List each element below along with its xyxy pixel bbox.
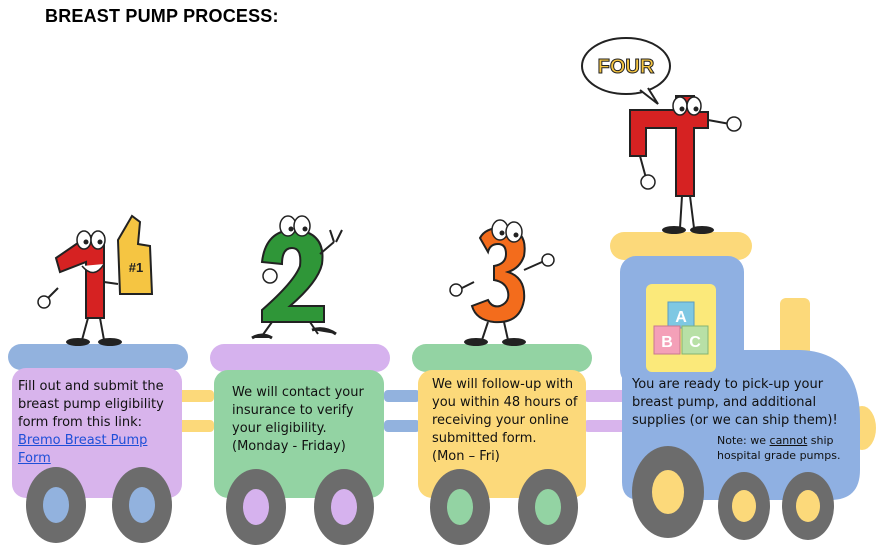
wheel [782,472,834,540]
wheel [718,472,770,540]
step-2-line: We will contact your [232,385,364,400]
block-letter-c: C [689,334,701,351]
train-engine: A B C [610,232,876,540]
wheel [226,469,286,545]
step-3-text: We will follow-up with you within 48 hou… [432,376,592,466]
step-3-line: receiving your online [432,413,569,428]
step-3-line: We will follow-up with [432,377,574,392]
block-letter-b: B [661,334,673,351]
step-3-line: submitted form. [432,431,537,446]
step-4-line: You are ready to pick-up your [632,377,824,392]
note-suffix: ship [807,434,834,447]
wheel [430,469,490,545]
train-car-3 [412,344,592,545]
couplers [178,390,626,432]
step-4-text: You are ready to pick-up your breast pum… [632,376,872,430]
number-two-character [251,215,343,340]
page-title: BREAST PUMP PROCESS: [45,6,279,26]
train-car-1 [8,344,188,543]
number-one-character: #1 [37,214,154,346]
step-4-line: breast pump, and additional [632,395,817,410]
step-1-text: Fill out and submit the breast pump elig… [18,378,183,468]
wheel [112,467,172,543]
foam-finger-icon: #1 [116,214,154,295]
note-line-2: hospital grade pumps. [717,449,841,462]
number-three-character [449,219,555,346]
wheel [314,469,374,545]
step-1-line: form from this link: [18,415,143,430]
block-letter-a: A [675,309,687,326]
foam-finger-label: #1 [129,260,143,275]
shipping-note: Note: we cannot ship hospital grade pump… [717,433,867,463]
step-1-line: Fill out and submit the [18,379,164,394]
train-car-2 [210,344,390,545]
step-4-line: supplies (or we can ship them)! [632,413,838,428]
step-1-line: breast pump eligibility [18,397,164,412]
step-3-line: you within 48 hours of [432,395,578,410]
step-2-line: (Monday - Friday) [232,439,346,454]
step-3-line: (Mon – Fri) [432,449,500,464]
number-four-character [629,95,742,234]
step-2-line: insurance to verify [232,403,354,418]
speech-bubble-text: FOUR [598,56,655,78]
note-prefix: Note: we [717,434,770,447]
wheel [26,467,86,543]
wheel [632,446,704,538]
note-emphasis: cannot [769,434,808,447]
wheel [518,469,578,545]
speech-bubble: FOUR [581,37,671,105]
step-2-text: We will contact your insurance to verify… [232,384,392,456]
step-2-line: your eligibility. [232,421,327,436]
bremo-breast-pump-form-link[interactable]: Bremo Breast Pump Form [18,433,148,466]
abc-blocks-icon: A B C [653,301,709,355]
